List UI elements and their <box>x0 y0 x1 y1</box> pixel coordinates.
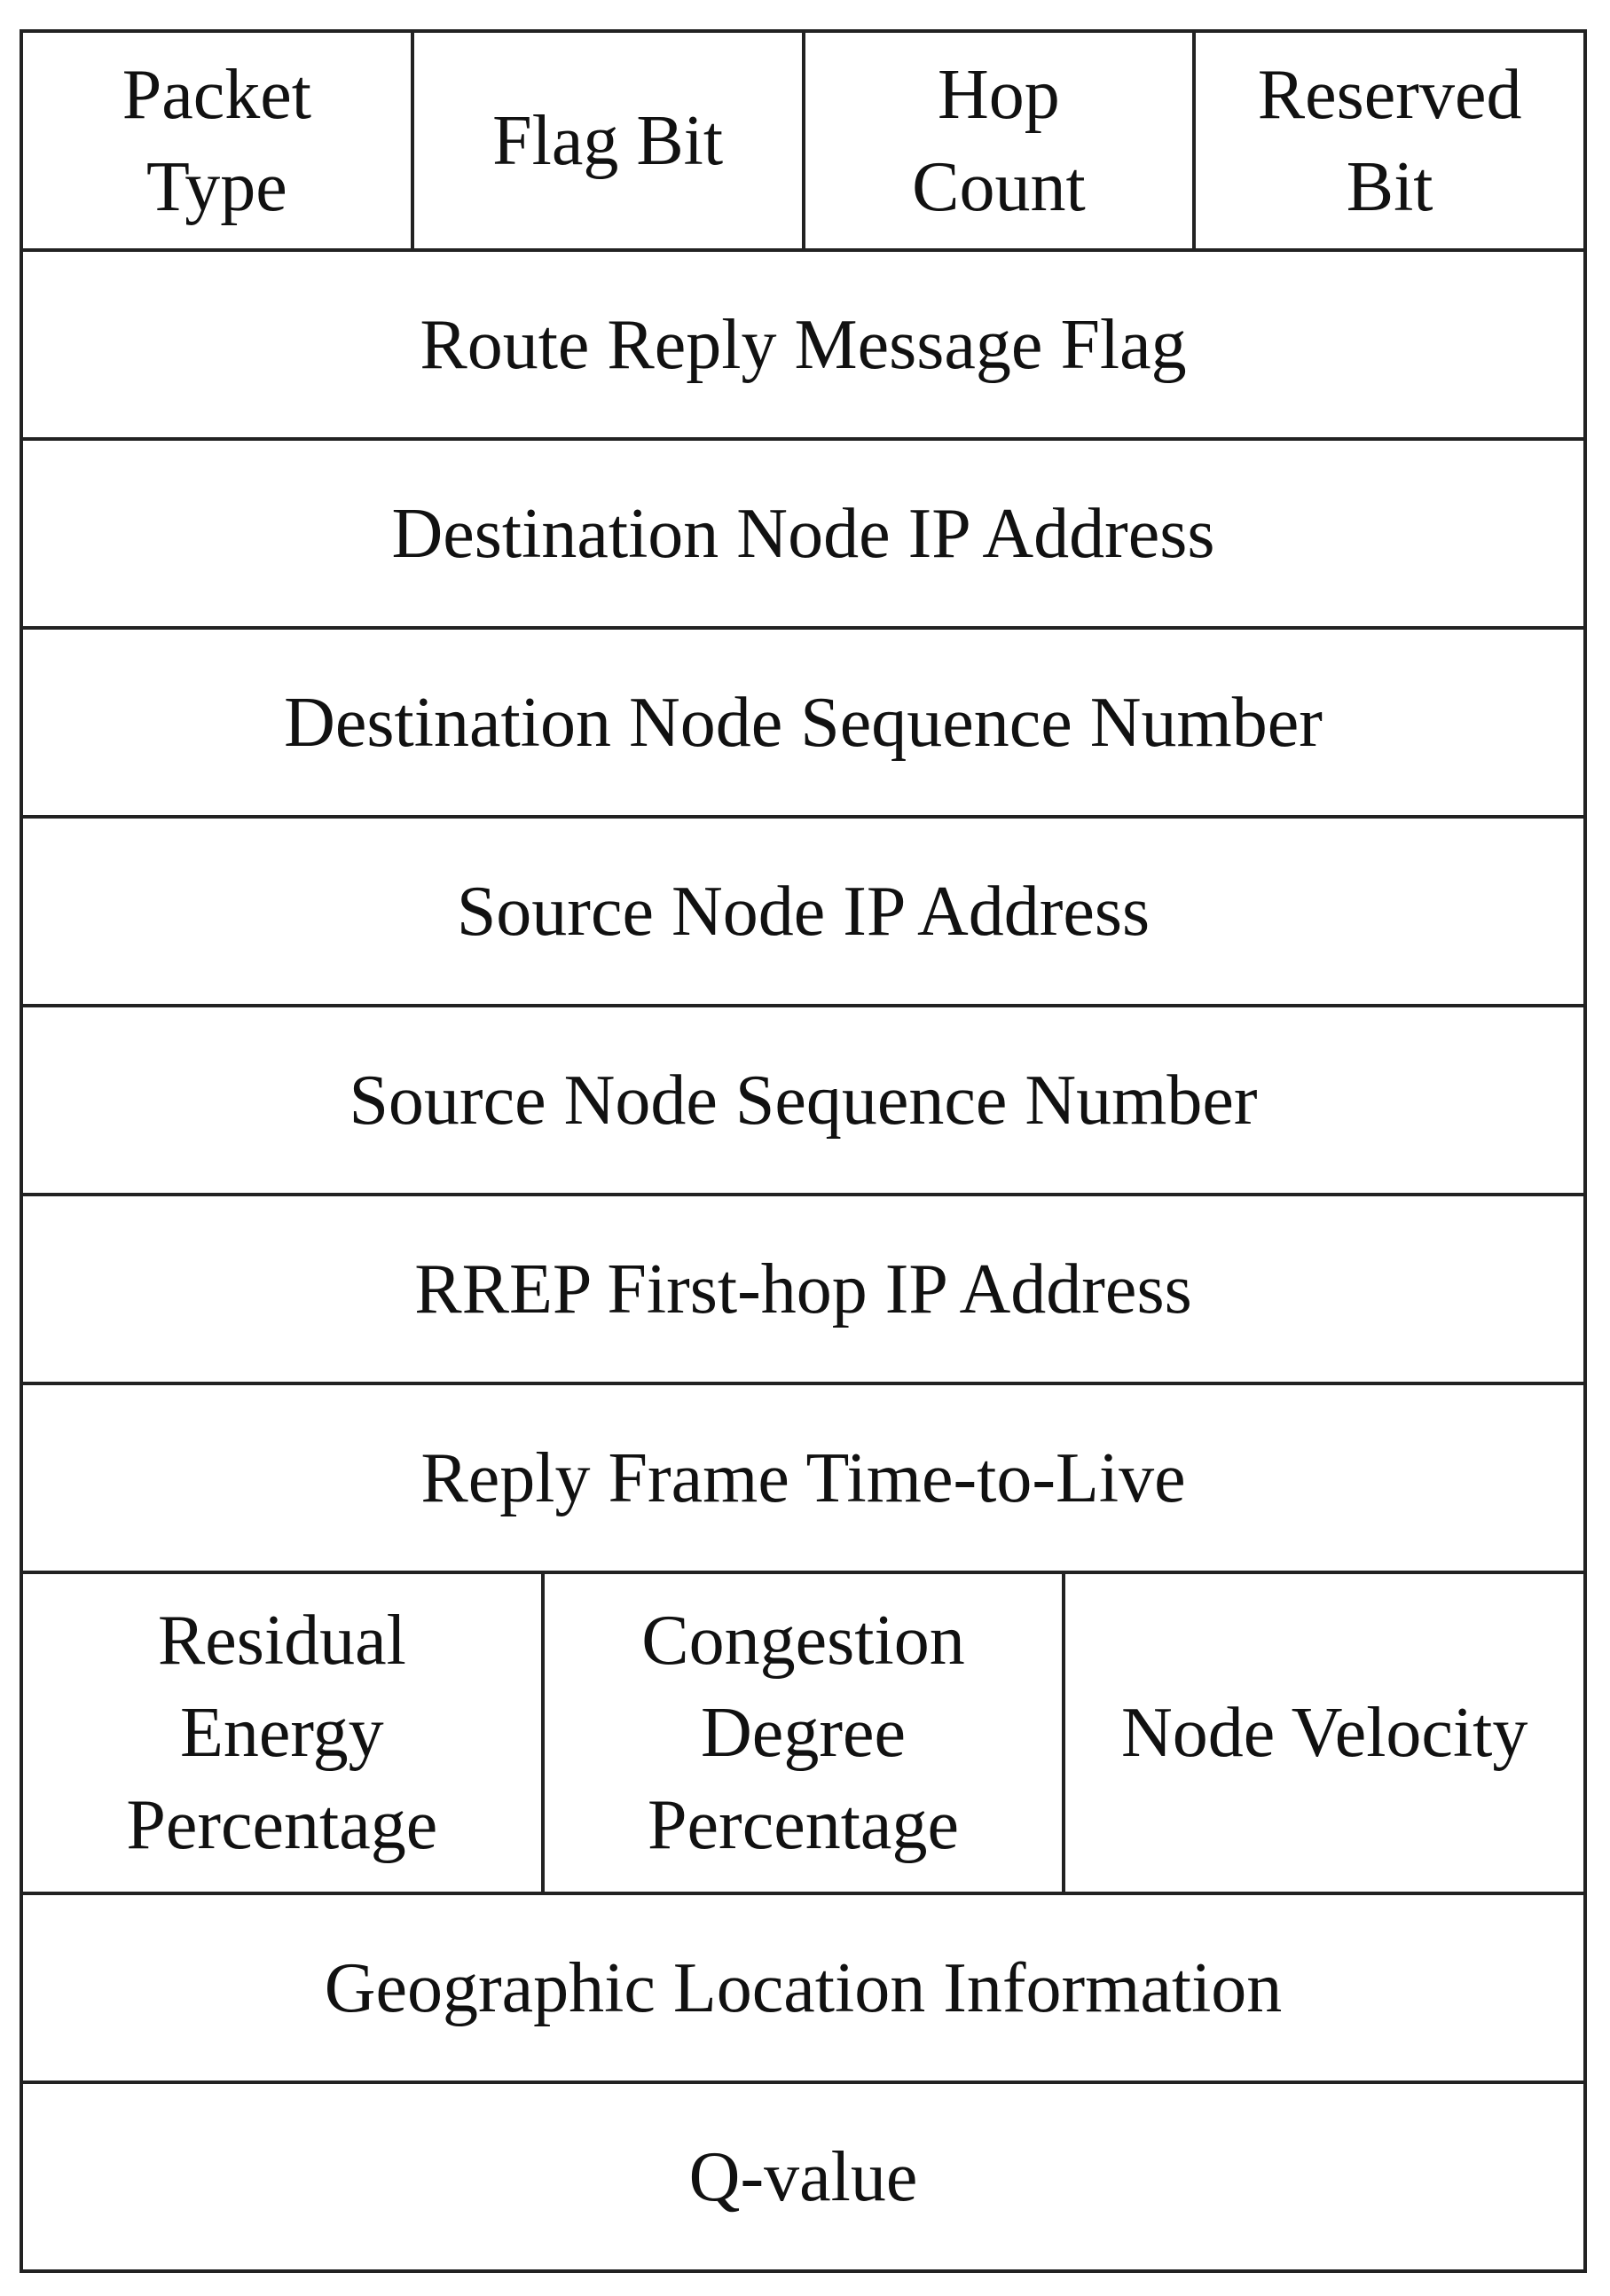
residual-energy-label: Residual Energy Percentage <box>126 1602 438 1864</box>
destination-node-ip-field: Destination Node IP Address <box>391 494 1215 573</box>
reply-frame-ttl-field: Reply Frame Time-to-Live <box>420 1438 1186 1517</box>
reserved-bit-field: Reserved Bit <box>1196 33 1583 248</box>
rrep-first-hop-ip-row: RREP First-hop IP Address <box>23 1196 1583 1385</box>
q-value-field: Q-value <box>688 2137 918 2216</box>
source-node-ip-field: Source Node IP Address <box>456 872 1151 951</box>
geographic-location-row: Geographic Location Information <box>23 1895 1583 2084</box>
flag-bit-label: Flag Bit <box>492 101 724 180</box>
node-velocity-field: Node Velocity <box>1065 1574 1583 1892</box>
destination-node-sequence-field: Destination Node Sequence Number <box>284 683 1323 762</box>
q-value-row: Q-value <box>23 2084 1583 2269</box>
source-node-sequence-field: Source Node Sequence Number <box>349 1061 1258 1140</box>
destination-node-sequence-row: Destination Node Sequence Number <box>23 630 1583 819</box>
header-fields-row: Packet Type Flag Bit Hop Count Reserved … <box>23 33 1583 252</box>
route-reply-message-flag-row: Route Reply Message Flag <box>23 252 1583 441</box>
residual-energy-field: Residual Energy Percentage <box>23 1574 545 1892</box>
node-velocity-label: Node Velocity <box>1120 1694 1528 1772</box>
route-reply-message-flag-field: Route Reply Message Flag <box>420 305 1187 384</box>
rrep-first-hop-ip-field: RREP First-hop IP Address <box>414 1250 1192 1328</box>
congestion-degree-field: Congestion Degree Percentage <box>545 1574 1066 1892</box>
source-node-sequence-row: Source Node Sequence Number <box>23 1007 1583 1196</box>
hop-count-label: Hop Count <box>912 55 1086 226</box>
geographic-location-field: Geographic Location Information <box>324 1948 1283 2027</box>
node-metrics-row: Residual Energy Percentage Congestion De… <box>23 1574 1583 1895</box>
reply-frame-ttl-row: Reply Frame Time-to-Live <box>23 1385 1583 1574</box>
flag-bit-field: Flag Bit <box>414 33 805 248</box>
hop-count-field: Hop Count <box>805 33 1197 248</box>
congestion-degree-label: Congestion Degree Percentage <box>641 1602 965 1864</box>
destination-node-ip-row: Destination Node IP Address <box>23 441 1583 630</box>
packet-type-field: Packet Type <box>23 33 414 248</box>
packet-type-label: Packet Type <box>122 55 311 226</box>
source-node-ip-row: Source Node IP Address <box>23 819 1583 1007</box>
rrep-packet-format-table: Packet Type Flag Bit Hop Count Reserved … <box>20 29 1587 2273</box>
reserved-bit-label: Reserved Bit <box>1257 55 1522 226</box>
